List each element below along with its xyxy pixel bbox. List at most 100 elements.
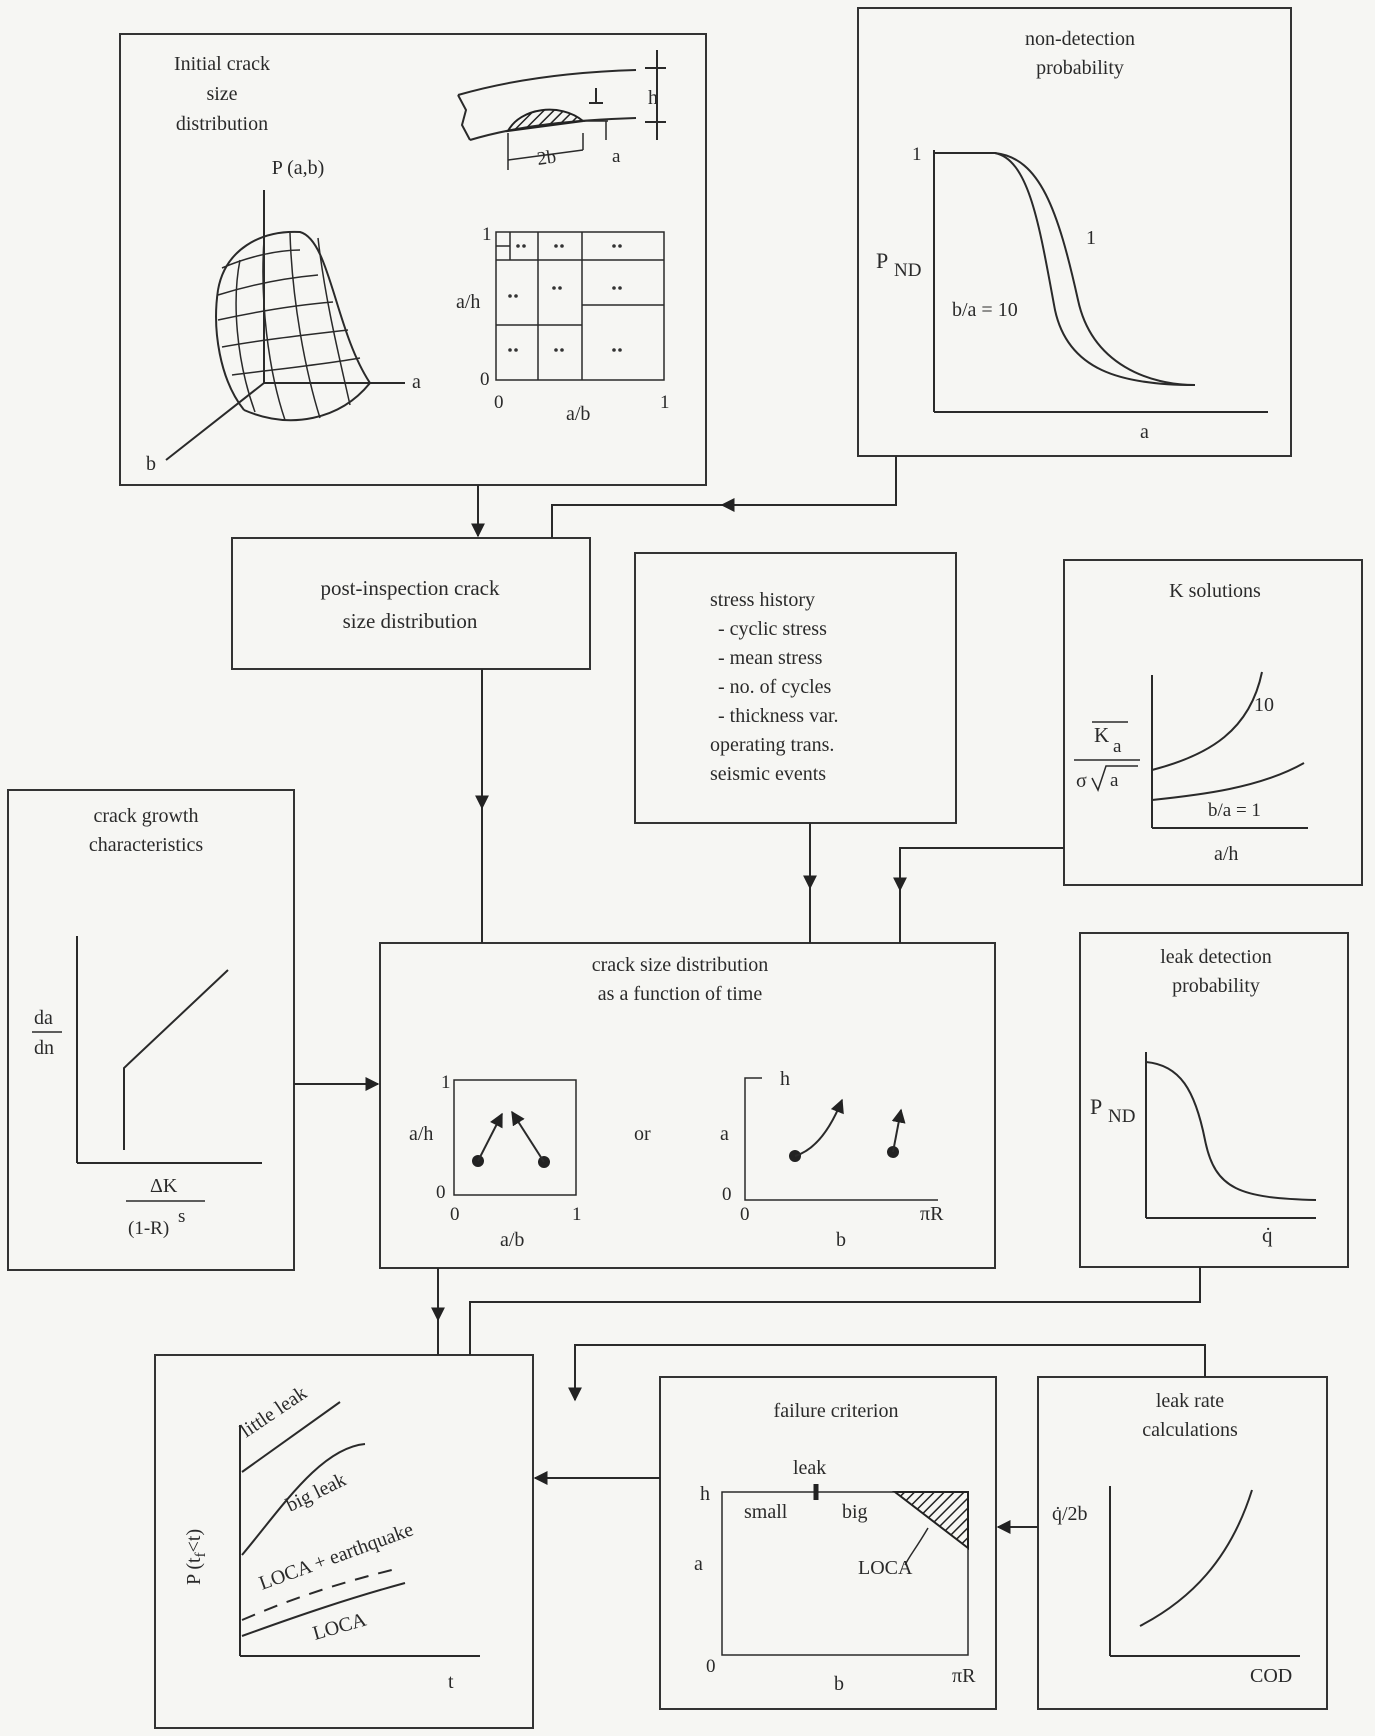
k-num: K [1094,723,1109,747]
k-solutions-panel: K solutions K a σ a 10 b/a = 1 a/h [1063,559,1363,886]
initial-crack-panel: Initial crack size distribution P (a,b) … [119,33,707,486]
loca-earthquake-label: LOCA + earthquake [256,1518,416,1594]
growth-curve [123,969,229,1150]
nd-x-label: a [1140,421,1149,443]
grid-x-zero: 0 [494,392,504,413]
ptf-label: P (tf<t) [183,1529,209,1585]
right-x-zero: 0 [740,1204,750,1225]
grid-x-one: 1 [660,392,670,413]
stress-line-6: operating trans. [710,734,834,756]
stress-history-box [634,552,957,824]
non-detection-title-1: non-detection [1025,28,1135,50]
left-y-zero: 0 [436,1182,446,1203]
stress-line-3: - mean stress [718,647,823,669]
connector-leak-rate [574,1344,1206,1395]
k-solutions-title: K solutions [1169,580,1261,602]
post-inspection-panel: post-inspection crack size distribution [231,537,591,670]
k-curve-10 [1151,671,1263,771]
leak-detection-panel: leak detection probability P ND q̇ [1079,932,1349,1268]
non-detection-title-2: probability [1036,57,1124,79]
leak-rate-panel: leak rate calculations q̇/2b COD [1037,1376,1328,1710]
k-label-10: 10 [1254,694,1274,716]
fc-x-end: πR [952,1665,976,1687]
stress-line-2: - cyclic stress [718,618,827,640]
or-label: or [634,1123,651,1145]
pipe-crack-sketch [457,50,666,170]
axis-b-label: b [146,453,156,475]
initial-crack-box [119,33,707,486]
loca-criterion-label: LOCA [858,1557,913,1579]
dim-h-label: h [648,87,658,109]
exp-s-label: s [178,1206,185,1227]
left-x-one: 1 [572,1204,582,1225]
arrow-nondetect-to-post [720,456,897,512]
leak-detection-title-2: probability [1172,975,1260,997]
post-inspection-line-2: size distribution [343,609,478,633]
axis-a-label: a [412,371,421,393]
right-small-plot [744,1077,938,1201]
little-leak-line [241,1401,341,1473]
big-label: big [842,1501,868,1523]
right-h-label: h [780,1068,790,1090]
pnd-one: 1 [912,144,922,165]
little-leak-label: little leak [236,1382,310,1442]
grid-dots [508,244,622,352]
initial-crack-title-2: size [206,83,237,105]
arrow-k-solutions [893,847,1064,892]
t-label: t [448,1671,454,1693]
right-x-end: πR [920,1203,944,1225]
flow-connectors [294,456,1206,1534]
dim-a-label: a [612,146,621,167]
failure-criterion-panel: failure criterion leak small big LOCA h … [659,1376,997,1710]
leak-detection-title-1: leak detection [1160,946,1272,968]
failure-probability-panel: little leak big leak LOCA + earthquake L… [154,1354,534,1729]
curve-10-label: b/a = 10 [952,299,1018,321]
crack-time-title-2: as a function of time [598,983,763,1005]
left-y-label: a/h [409,1123,433,1145]
da-label: da [34,1007,53,1029]
crack-growth-title-2: characteristics [89,834,204,856]
post-inspection-line-1: post-inspection crack [320,576,500,600]
fc-y-a: a [694,1553,703,1575]
dn-label: dn [34,1037,54,1059]
leak-rate-curve [1139,1489,1253,1627]
stress-line-5: - thickness var. [718,705,839,727]
right-y-zero: 0 [722,1184,732,1205]
grid-y-top: 1 [482,224,492,245]
leak-rate-title-2: calculations [1142,1419,1238,1441]
right-y-label: a [720,1123,729,1145]
curve-1-label: 1 [1086,227,1096,249]
stress-line-1: stress history [710,589,815,611]
leak-detection-box [1079,932,1349,1268]
grid-x-label: a/b [566,403,590,425]
k-x-label: a/h [1214,843,1238,865]
one-minus-r-label: (1-R) [128,1218,169,1239]
connector-leak-detection [469,1267,1201,1355]
left-x-label: a/b [500,1229,524,1251]
stress-history-panel: stress history - cyclic stress - mean st… [634,552,957,824]
crack-ellipse [506,108,586,133]
failure-criterion-title: failure criterion [774,1400,899,1422]
grid-y-label: a/h [456,291,480,313]
curve-b-a-10 [934,152,1196,386]
leak-detection-curve [1145,1061,1317,1201]
k-num-sub: a [1113,736,1122,757]
loca-line [241,1582,406,1637]
k-den-a: a [1110,770,1119,791]
crack-time-panel: crack size distribution as a function of… [379,942,996,1269]
left-small-plot [453,1079,577,1196]
crack-bin-grid [495,231,665,381]
k-solutions-box [1063,559,1363,886]
fc-y-zero: 0 [706,1656,716,1677]
loca-label: LOCA [310,1608,369,1644]
leak-pnd-label: P [1090,1094,1102,1119]
big-leak-line [241,1443,366,1556]
dim-2b-label: 2b [536,147,558,170]
right-x-label: b [836,1229,846,1251]
pnd-label: P [876,248,888,273]
pnd-sub: ND [894,260,921,281]
leak-label: leak [793,1457,826,1479]
leak-q-label: q̇ [1262,1223,1273,1247]
non-detection-box [857,7,1292,457]
p-ab-label: P (a,b) [272,157,325,179]
